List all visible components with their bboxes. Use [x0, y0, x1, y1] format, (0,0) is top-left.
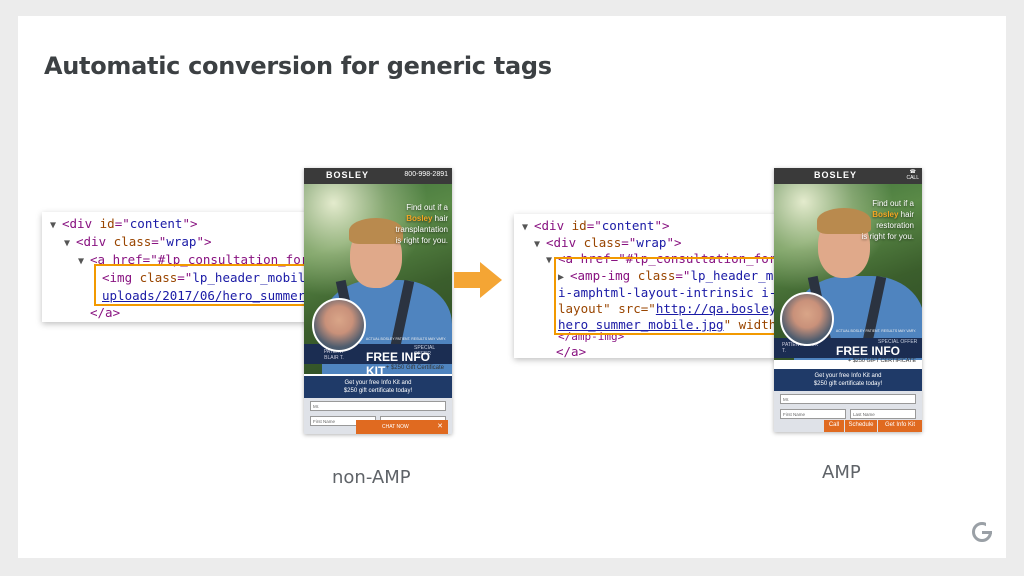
caption-non-amp: non-AMP [332, 467, 411, 488]
code-line-amp-img[interactable]: ▶<amp-img class="lp_header_mobile [558, 268, 784, 283]
code-line-img[interactable]: <img class="lp_header_mobile [102, 270, 312, 285]
close-icon[interactable]: ✕ [437, 423, 443, 430]
google-logo-icon [972, 522, 992, 542]
amp-img-tag-highlight [554, 257, 784, 335]
call-icon[interactable]: ☎CALL [906, 169, 919, 181]
chat-now-button[interactable]: CHAT NOW ✕ [356, 420, 448, 434]
bosley-logo: BOSLEY [814, 170, 858, 180]
code-line-div-wrap[interactable]: ▼<div class="wrap"> [64, 234, 212, 249]
disclaimer: ACTUAL BOSLEY PATIENT. RESULTS MAY VARY. [835, 329, 917, 333]
conversion-arrow-icon [454, 272, 482, 288]
code-line-anchor[interactable]: ▼<a href="#lp_consultation_form"> [78, 252, 312, 267]
img-tag-highlight [94, 264, 312, 306]
call-button[interactable]: Call [824, 420, 844, 432]
hero-headline: Find out if a Bosley hair transplantatio… [395, 203, 448, 245]
offer-banner: PATIENT BLAIR T. SPECIAL OFFER FREE INFO… [774, 338, 922, 372]
bosley-logo: BOSLEY [326, 170, 370, 180]
caption-amp: AMP [822, 462, 861, 483]
offer-title: FREE INFO KIT [836, 344, 901, 372]
disclaimer: ACTUAL BOSLEY PATIENT. RESULTS MAY VARY. [365, 337, 447, 341]
conversion-arrow-head-icon [480, 262, 502, 298]
non-amp-devtools-panel: ▼<div id="content"> ▼<div class="wrap"> … [42, 212, 312, 322]
phone-number-link[interactable]: 800-998-2891 [404, 171, 448, 178]
patient-photo [780, 292, 834, 346]
code-line-anchor-close: </a> [556, 344, 587, 358]
slide-title: Automatic conversion for generic tags [44, 52, 552, 80]
salutation-field[interactable]: Mr. [310, 401, 446, 411]
code-line-amp-src[interactable]: layout" src="http://qa.bosley.com [558, 301, 784, 316]
header-bar: BOSLEY ☎CALL [774, 168, 922, 184]
code-line-amp-src-cont[interactable]: hero_summer_mobile.jpg" width="66 [558, 317, 784, 332]
amp-devtools-panel: ▼<div id="content"> ▼<div class="wrap"> … [514, 214, 784, 358]
amp-phone-mockup: BOSLEY ☎CALL Find out if a Bosley hair r… [774, 168, 922, 432]
get-info-kit-button[interactable]: Get Info Kit [878, 420, 922, 432]
first-name-field[interactable]: First Name [780, 409, 846, 419]
code-line-div-wrap[interactable]: ▼<div class="wrap"> [534, 235, 682, 250]
header-bar: BOSLEY 800-998-2891 [304, 168, 452, 184]
cta-band: Get your free Info Kit and $250 gift cer… [304, 376, 452, 398]
code-line-img-src[interactable]: uploads/2017/06/hero_summer [102, 288, 306, 303]
cta-band: Get your free Info Kit and $250 gift cer… [774, 369, 922, 391]
offer-title: FREE INFO KIT [366, 350, 431, 378]
code-line-div-content[interactable]: ▼<div id="content"> [522, 218, 670, 233]
non-amp-phone-mockup: BOSLEY 800-998-2891 Find out if a Bosley… [304, 168, 452, 434]
hero-headline: Find out if a Bosley hair restoration is… [861, 199, 914, 241]
code-line-anchor-close: </a> [90, 305, 121, 320]
code-line-amp-class-cont: i-amphtml-layout-intrinsic i-amph [558, 285, 784, 300]
gift-note: + $250 GIFT CERTIFICATE [847, 358, 916, 364]
schedule-button[interactable]: Schedule [845, 420, 877, 432]
gift-note: + $250 Gift Certificate [385, 365, 444, 371]
patient-photo [312, 298, 366, 352]
salutation-field[interactable]: Mr. [780, 394, 916, 404]
last-name-field[interactable]: Last Name [850, 409, 916, 419]
hero-image[interactable]: Find out if a Bosley hair restoration is… [774, 184, 922, 360]
code-line-div-content[interactable]: ▼<div id="content"> [50, 216, 198, 231]
